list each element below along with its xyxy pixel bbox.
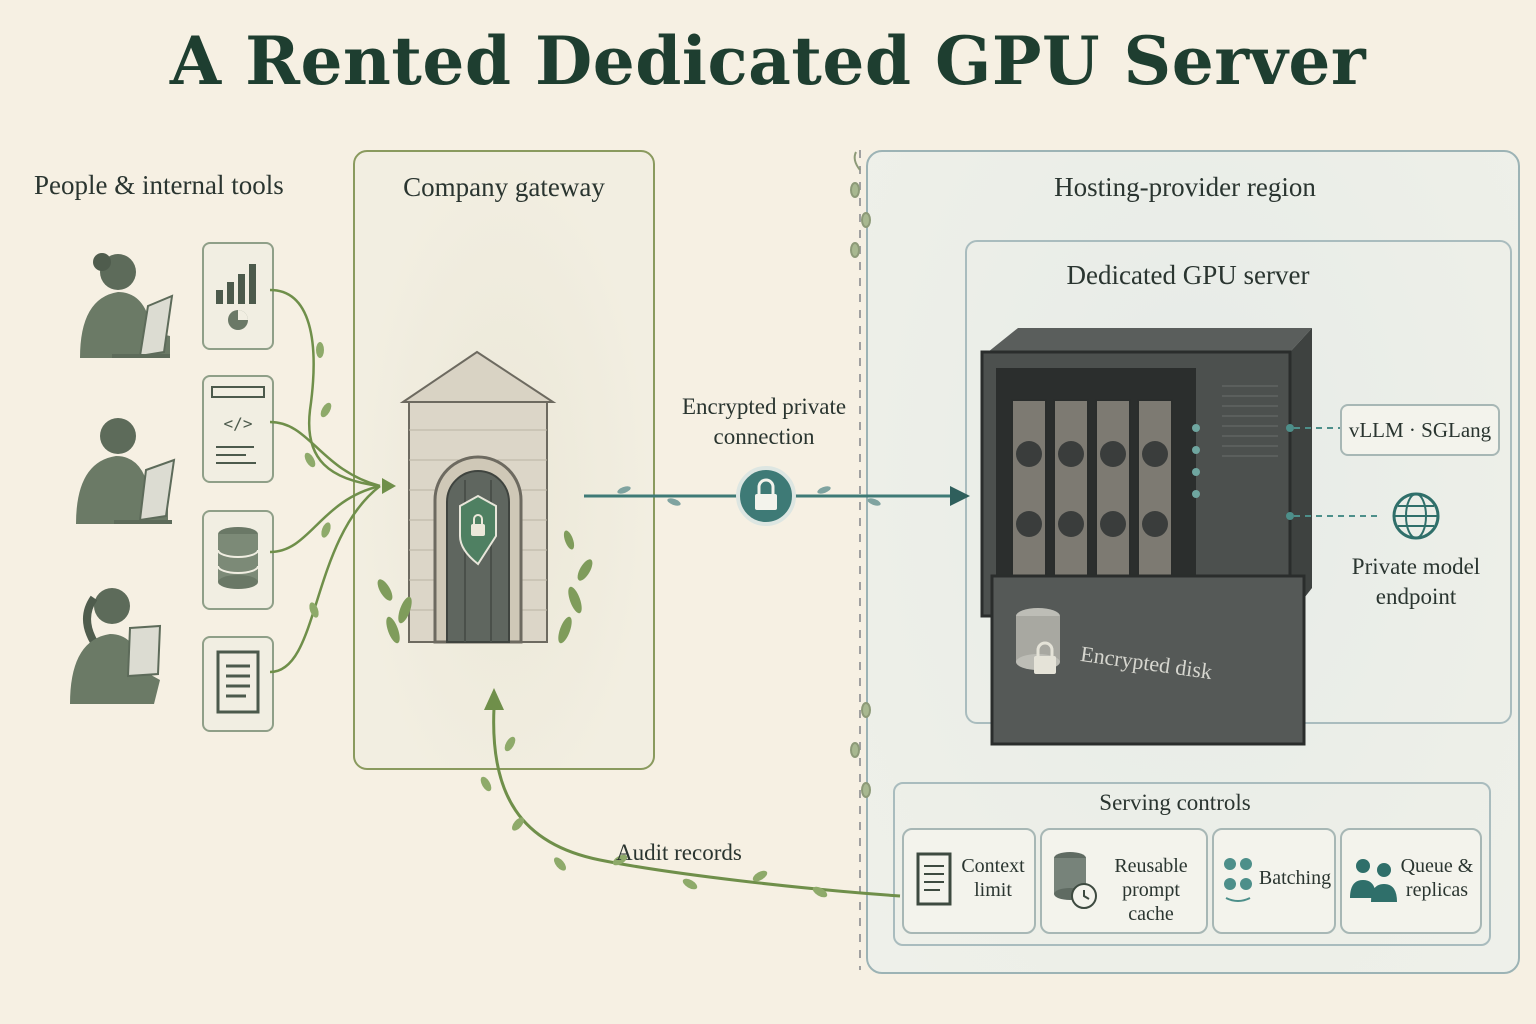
audit-records-vine [480,688,901,898]
page-title: A Rented Dedicated GPU Server [169,22,1367,100]
chart-tool-card [202,242,274,350]
control-label: Batching [1258,867,1332,889]
person-with-laptop-1 [80,253,174,358]
database-clock-icon [1054,852,1097,909]
database-tool-card [202,510,274,610]
gateway-building [377,350,593,644]
control-queue-replicas: Queue & replicas [1340,828,1482,934]
code-tool-card: </> [202,375,274,483]
people-icon [1350,859,1397,902]
gpu-cards [1011,399,1173,581]
gateway-title: Company gateway [403,172,605,202]
encrypted-connection-arrow [584,466,970,526]
serving-controls-title: Serving controls [1099,790,1251,815]
encrypted-disk-icon [1016,608,1060,674]
runtime-connector [1286,424,1340,432]
tool-to-gateway-vines [269,288,396,674]
code-icon: </> [211,386,265,464]
connection-label: Encrypted private connection [681,394,847,449]
control-label: Context limit [961,855,1025,901]
region-title: Hosting-provider region [1054,172,1316,202]
endpoint-label: Private model endpoint [1351,554,1481,609]
globe-icon [1392,492,1440,540]
audit-records-label: Audit records [616,840,742,865]
control-batching: Batching [1212,828,1336,934]
svg-text:</>: </> [224,414,253,433]
control-prompt-cache: Reusable prompt cache [1040,828,1208,934]
region-boundary-line [850,150,871,970]
runtime-label: vLLM · SGLang [1340,404,1500,456]
chart-icon [216,264,256,330]
serving-controls-panel [893,782,1491,946]
document-tool-card [202,636,274,732]
control-label: Queue & replicas [1400,855,1474,901]
control-label: Reusable prompt cache [1114,855,1188,925]
person-with-tablet [70,588,162,704]
server-title: Dedicated GPU server [1066,260,1310,290]
control-context-limit: Context limit [902,828,1036,934]
document-icon [216,650,260,714]
document-icon [916,852,952,906]
people-section-title: People & internal tools [34,170,284,200]
person-with-laptop-2 [76,418,176,524]
endpoint-connector [1286,512,1380,520]
gpu-server-illustration [980,328,1312,746]
batching-icon [1224,858,1252,902]
database-icon [217,527,259,589]
